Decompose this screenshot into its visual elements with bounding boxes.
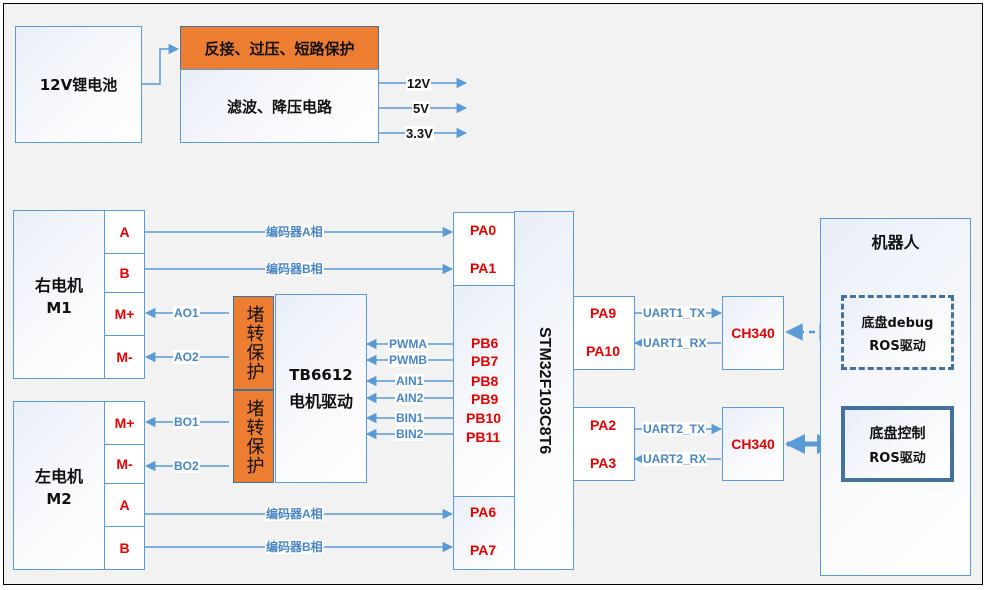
right-motor-id: M1 — [46, 299, 72, 317]
pin-pa10: PA10 — [586, 343, 620, 359]
right-motor-name: 右电机 — [34, 276, 83, 295]
pin-pa7: PA7 — [470, 542, 497, 558]
debug-driver-line1: 底盘debug — [861, 315, 934, 331]
right-motor-pin-b: B — [104, 253, 145, 293]
robot-box: 机器人 — [820, 218, 971, 576]
mcu-box: STM32F103C8T6 — [514, 211, 574, 570]
protection-label: 反接、过压、短路保护 — [204, 39, 355, 58]
pin-pb11: PB11 — [466, 429, 501, 445]
uart2-rx-label: UART2_RX — [642, 452, 708, 466]
enc-right-a-label: 编码器A相 — [265, 225, 324, 239]
driver-label: 电机驱动 — [288, 391, 353, 411]
left-motor-pin-mminus: M- — [104, 444, 145, 484]
uart1-rx-label: UART1_RX — [642, 336, 708, 350]
wire-battery-to-protection — [141, 43, 180, 85]
ch340-box-2: CH340 — [722, 407, 784, 481]
enc-right-b-label: 编码器B相 — [265, 262, 324, 276]
pin-pb7: PB7 — [471, 353, 499, 369]
protection-box: 反接、过压、短路保护 — [180, 26, 379, 70]
mcu-uart2-pins — [573, 407, 635, 481]
stall-protect-b-label: 堵转保护 — [243, 398, 265, 475]
output-3v3-label: 3.3V — [405, 126, 434, 141]
debug-driver-line2: ROS驱动 — [869, 338, 926, 354]
pin-pa1: PA1 — [470, 260, 497, 276]
pwma-label: PWMA — [388, 337, 428, 351]
driver-box: TB6612 电机驱动 — [275, 294, 367, 483]
pin-pa6: PA6 — [470, 504, 497, 520]
ch340-2-label: CH340 — [731, 436, 775, 452]
regulator-label: 滤波、降压电路 — [226, 97, 332, 116]
output-12v-label: 12V — [406, 76, 432, 91]
mcu-encoder-left-pins — [453, 496, 515, 570]
ao2-label: AO2 — [173, 350, 200, 364]
right-motor-pin-a: A — [104, 210, 145, 254]
right-motor-box: 右电机 M1 — [13, 210, 105, 379]
stall-protect-b: 堵转保护 — [233, 390, 274, 483]
control-driver-line1: 底盘控制 — [869, 425, 926, 442]
ch340-box-1: CH340 — [722, 296, 784, 370]
uart1-tx-label: UART1_TX — [642, 306, 707, 320]
right-motor-pin-mminus: M- — [104, 335, 145, 379]
mcu-encoder-right-pins — [453, 212, 515, 286]
enc-left-b-label: 编码器B相 — [265, 540, 324, 554]
left-motor-box: 左电机 M2 — [13, 401, 105, 570]
driver-model: TB6612 — [289, 365, 353, 384]
pin-pb9: PB9 — [471, 391, 499, 407]
pin-pa9: PA9 — [590, 305, 617, 321]
ao1-label: AO1 — [173, 306, 200, 320]
bo2-label: BO2 — [173, 459, 200, 473]
left-motor-name: 左电机 — [34, 467, 83, 486]
mcu-pwm-pins — [453, 285, 515, 497]
uart2-tx-label: UART2_TX — [642, 422, 707, 436]
robot-title: 机器人 — [871, 233, 920, 252]
ain2-label: AIN2 — [395, 391, 425, 405]
bin1-label: BIN1 — [395, 411, 425, 425]
output-5v-label: 5V — [412, 101, 430, 116]
stall-protect-a: 堵转保护 — [233, 296, 274, 390]
mcu-uart1-pins — [573, 296, 635, 370]
bin2-label: BIN2 — [395, 427, 425, 441]
left-motor-pin-mplus: M+ — [104, 401, 145, 445]
control-driver-box: 底盘控制 ROS驱动 — [841, 406, 954, 482]
pin-pb10: PB10 — [466, 410, 502, 426]
enc-left-a-label: 编码器A相 — [265, 507, 324, 521]
pin-pa0: PA0 — [470, 222, 497, 238]
battery-box: 12V锂电池 — [15, 26, 142, 143]
control-driver-line2: ROS驱动 — [869, 450, 926, 466]
pin-pa3: PA3 — [590, 455, 617, 471]
mcu-label: STM32F103C8T6 — [536, 326, 553, 455]
regulator-box: 滤波、降压电路 — [180, 69, 379, 143]
right-motor-pin-mplus: M+ — [104, 292, 145, 336]
ain1-label: AIN1 — [395, 374, 425, 388]
pin-pa2: PA2 — [590, 417, 617, 433]
stall-protect-a-label: 堵转保护 — [243, 305, 265, 381]
left-motor-pin-b: B — [104, 526, 145, 570]
left-motor-pin-a: A — [104, 483, 145, 527]
battery-label: 12V锂电池 — [39, 76, 118, 94]
pin-pb6: PB6 — [471, 335, 499, 351]
debug-driver-box: 底盘debug ROS驱动 — [841, 295, 954, 370]
left-motor-id: M2 — [46, 490, 72, 508]
ch340-1-label: CH340 — [731, 325, 775, 341]
pin-pb8: PB8 — [471, 373, 499, 389]
pwmb-label: PWMB — [388, 353, 428, 367]
bo1-label: BO1 — [173, 415, 200, 429]
